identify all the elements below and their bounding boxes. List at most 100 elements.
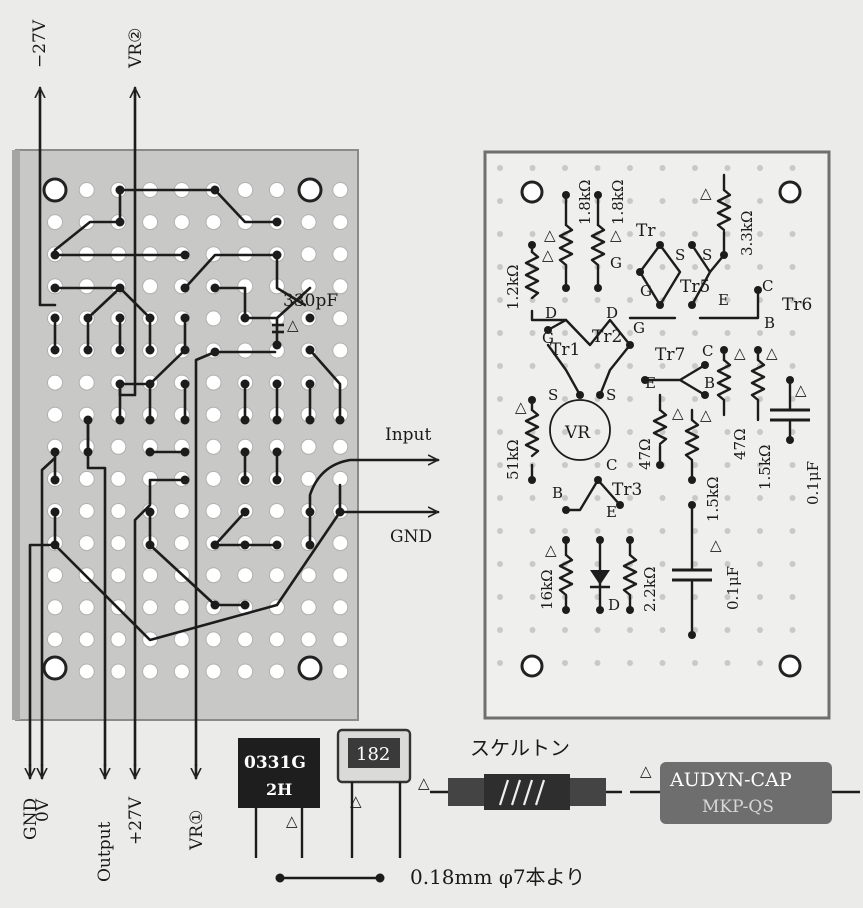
board-hole	[659, 594, 666, 600]
plus27v-label: +27V	[126, 796, 146, 845]
board-hole	[594, 660, 601, 666]
board-hole	[757, 462, 763, 468]
board-hole	[110, 663, 127, 680]
board-hole	[497, 363, 503, 369]
label-2-2k: 2.2kΩ	[641, 567, 659, 612]
board-hole	[757, 165, 763, 171]
label-51k: 51kΩ	[504, 439, 522, 480]
board-hole	[562, 660, 568, 666]
board-hole	[692, 528, 698, 534]
parts-legend: 0331G 2H △ 182 △ スケルトン △ AUDYN-CAP MKP	[238, 728, 860, 889]
board-hole	[724, 495, 731, 501]
board-hole	[789, 462, 796, 468]
board-hole	[724, 660, 731, 666]
vr-circle	[549, 399, 611, 461]
board-hole	[332, 599, 349, 616]
resistor-1-5k-a	[684, 418, 700, 462]
board-hole	[692, 165, 698, 171]
left-board-holes	[47, 182, 349, 680]
pin-g-3: G	[610, 254, 622, 272]
board-hole	[497, 165, 503, 171]
board-hole	[78, 374, 95, 391]
board-hole	[627, 231, 633, 237]
board-hole	[300, 631, 317, 648]
vr-label: VR	[564, 423, 591, 443]
board-hole	[332, 310, 349, 327]
part-0331g-marker: △	[286, 812, 298, 830]
board-hole	[789, 561, 796, 567]
left-board-traces	[30, 88, 438, 778]
part-0331g: 0331G 2H △	[238, 738, 320, 858]
pin-c-3: C	[606, 456, 617, 474]
marker-8: △	[766, 344, 778, 362]
board-hole	[529, 231, 536, 237]
board-hole	[110, 535, 127, 552]
board-hole	[173, 535, 190, 552]
board-hole	[529, 561, 536, 567]
cap-330pf-label: 330pF	[283, 291, 338, 311]
tr7-label: Tr7	[655, 345, 685, 365]
left-board: 330pF △ Input GND −27V VR② GND 0V Output…	[12, 19, 438, 882]
board-hole	[562, 396, 568, 402]
board-hole	[300, 278, 317, 295]
board-hole	[789, 363, 796, 369]
board-hole	[142, 214, 159, 231]
marker-2: △	[610, 226, 622, 244]
board-hole	[332, 663, 349, 680]
board-hole	[332, 246, 349, 263]
board-hole	[497, 594, 503, 600]
board-hole	[110, 438, 127, 455]
board-hole	[332, 535, 349, 552]
board-hole	[562, 462, 568, 468]
part-audyn-cap: AUDYN-CAP MKP-QS △	[630, 762, 860, 824]
board-hole	[300, 567, 317, 584]
board-hole	[332, 278, 349, 295]
label-c-top: 0.1μF	[804, 461, 822, 505]
resistor-3-3k	[716, 188, 732, 232]
board-hole	[562, 528, 568, 534]
right-board: 1.8kΩ 1.8kΩ 3.3kΩ 1.2kΩ 51kΩ 47Ω 47Ω 1.5…	[483, 150, 831, 720]
board-hole	[205, 214, 222, 231]
right-board-solder-dots	[528, 191, 794, 639]
pin-g-2: G	[633, 319, 645, 337]
board-hole	[757, 330, 763, 336]
board-hole	[594, 165, 601, 171]
marker-11: △	[710, 536, 722, 554]
board-hole	[724, 462, 731, 468]
label-1-8k-a: 1.8kΩ	[576, 180, 594, 225]
board-hole	[594, 462, 601, 468]
board-hole	[78, 631, 95, 648]
part-182: 182 △	[336, 728, 412, 858]
board-hole	[529, 363, 536, 369]
label-1-5k-b: 1.5kΩ	[756, 445, 774, 490]
board-hole	[724, 561, 731, 567]
marker-12: △	[700, 406, 712, 424]
board-hole	[594, 528, 601, 534]
board-hole	[789, 297, 796, 303]
board-hole	[724, 330, 731, 336]
board-hole	[659, 495, 666, 501]
board-hole	[692, 660, 698, 666]
board-hole	[562, 429, 568, 435]
resistor-16k	[558, 553, 574, 597]
skeleton-marker: △	[418, 774, 430, 792]
board-hole	[300, 599, 317, 616]
pin-s-3: S	[675, 246, 685, 264]
board-hole	[268, 663, 285, 680]
board-hole	[627, 495, 633, 501]
board-hole	[300, 214, 317, 231]
board-hole	[529, 594, 536, 600]
board-hole	[627, 165, 633, 171]
cap-330pf-marker: △	[287, 316, 299, 334]
board-hole	[562, 297, 568, 303]
pin-b-3: B	[552, 484, 563, 502]
board-hole	[562, 495, 568, 501]
board-hole	[724, 297, 731, 303]
board-hole	[78, 278, 95, 295]
board-hole	[757, 528, 763, 534]
diode-symbol	[590, 570, 610, 589]
board-hole	[332, 342, 349, 359]
board-hole	[659, 363, 666, 369]
vr1-label: VR①	[187, 810, 207, 851]
board-hole	[757, 561, 763, 567]
